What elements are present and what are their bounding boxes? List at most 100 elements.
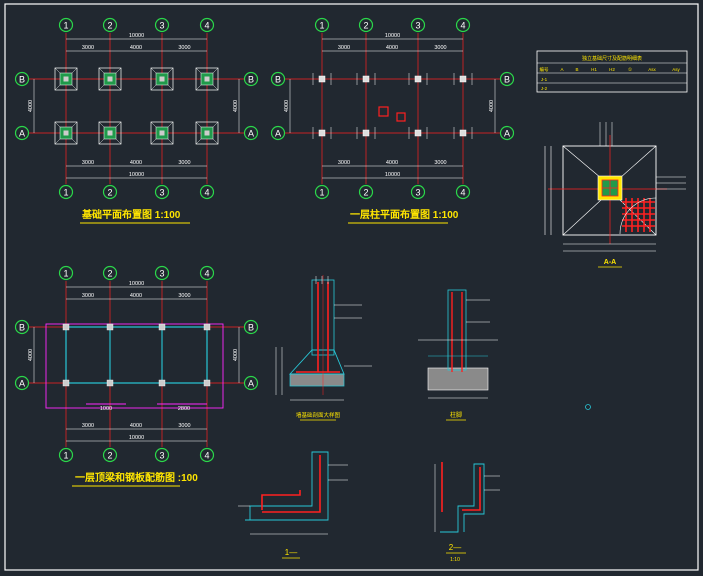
axis-bubble-label: B — [19, 323, 25, 333]
axis-bubble — [58, 265, 74, 281]
dimension-text: 10000 — [129, 172, 144, 178]
dimension-text: 1000 — [100, 406, 112, 412]
dimension-text: 4000 — [130, 45, 142, 51]
dimension-text: 2800 — [178, 406, 190, 412]
section-1-label: 1— — [285, 548, 297, 557]
axis-bubble-label: 1 — [63, 451, 68, 461]
dimension-text: 10000 — [385, 172, 400, 178]
footing-outline — [150, 67, 174, 91]
axis-bubble-label: 3 — [159, 269, 164, 279]
dimension-text: 3000 — [178, 423, 190, 429]
axis-bubble — [243, 71, 259, 87]
axis-bubble — [314, 184, 330, 200]
axis-bubble — [154, 265, 170, 281]
dimension-text: 3000 — [434, 45, 446, 51]
marked-column — [396, 112, 406, 122]
dimension-text: 4000 — [489, 100, 495, 112]
dimension-text: 4000 — [233, 349, 239, 361]
column — [62, 323, 70, 331]
slab-outline — [245, 451, 329, 521]
dimension-text: 10000 — [129, 33, 144, 39]
axis-bubble — [455, 184, 471, 200]
axis-bubble — [410, 17, 426, 33]
column — [158, 379, 166, 387]
dimension-text: 4000 — [28, 100, 34, 112]
slope-line — [562, 199, 602, 236]
dimension-text: 3000 — [178, 293, 190, 299]
axis-bubble — [455, 17, 471, 33]
dimension-text: 4000 — [386, 160, 398, 166]
axis-bubble — [358, 184, 374, 200]
axis-bubble — [410, 184, 426, 200]
axis-bubble — [154, 184, 170, 200]
footing-outline — [54, 67, 78, 91]
slope-line — [562, 145, 602, 179]
column — [459, 129, 467, 137]
column-shaft — [447, 289, 467, 371]
axis-bubble — [14, 319, 30, 335]
column — [318, 129, 326, 137]
axis-bubble-label: 4 — [460, 21, 465, 31]
column-stub — [204, 130, 210, 136]
axis-bubble-label: A — [275, 129, 281, 139]
dimension-text: 3000 — [338, 45, 350, 51]
rebar-quadrant — [619, 197, 657, 235]
footing-outline — [150, 121, 174, 145]
slope-line — [619, 145, 657, 179]
column-stub — [63, 130, 69, 136]
beam-outline — [65, 326, 208, 384]
axis-bubble-label: A — [19, 379, 25, 389]
foundation-plan-title: 基础平面布置图 1:100 — [81, 208, 181, 221]
slab-outline — [440, 463, 485, 533]
rebar-arc — [619, 197, 657, 235]
dimension-text: 3000 — [434, 160, 446, 166]
axis-bubble — [102, 17, 118, 33]
footing-outline — [562, 145, 657, 236]
section-2-detail: 2— 1:10 — [434, 462, 500, 563]
section-1-detail: 1— — [238, 451, 348, 559]
axis-bubble — [270, 71, 286, 87]
axis-bubble — [14, 375, 30, 391]
table-header-cell: B — [575, 67, 578, 72]
axis-bubble — [199, 265, 215, 281]
axis-bubble-label: 1 — [63, 21, 68, 31]
axis-bubble — [499, 125, 515, 141]
axis-bubble-label: B — [19, 75, 25, 85]
table-border — [536, 50, 688, 93]
dimension-text: 4000 — [28, 349, 34, 361]
axis-bubble — [499, 71, 515, 87]
dimension-text: 4000 — [386, 45, 398, 51]
footing-concrete — [427, 367, 489, 391]
column — [62, 379, 70, 387]
footing-outline — [98, 121, 122, 145]
column — [362, 129, 370, 137]
column — [459, 75, 467, 83]
column-stub — [159, 130, 165, 136]
column-detail-title: 柱脚 — [450, 411, 462, 419]
column-stub — [159, 76, 165, 82]
table-header-cell: A — [560, 67, 563, 72]
axis-bubble-label: 2 — [107, 188, 112, 198]
axis-bubble — [243, 125, 259, 141]
section-aa-label: A-A — [604, 259, 616, 266]
axis-bubble-label: 3 — [159, 21, 164, 31]
dimension-text: 10000 — [385, 33, 400, 39]
axis-bubble-label: 1 — [63, 188, 68, 198]
table-header-cell: Asx — [648, 67, 656, 72]
axis-bubble-label: 2 — [363, 188, 368, 198]
footing-outline — [98, 67, 122, 91]
footing-outline — [195, 121, 219, 145]
axis-bubble-label: 2 — [107, 21, 112, 31]
table-header-cell: ① — [628, 67, 633, 72]
axis-bubble-label: 3 — [415, 21, 420, 31]
axis-bubble-label: B — [275, 75, 281, 85]
column-stub — [204, 76, 210, 82]
dimension-text: 3000 — [82, 45, 94, 51]
column-stub — [107, 76, 113, 82]
axis-bubble — [199, 447, 215, 463]
axis-bubble-label: A — [248, 379, 254, 389]
footing-outline — [195, 67, 219, 91]
slab-rebar — [261, 490, 301, 510]
axis-bubble-label: 3 — [415, 188, 420, 198]
